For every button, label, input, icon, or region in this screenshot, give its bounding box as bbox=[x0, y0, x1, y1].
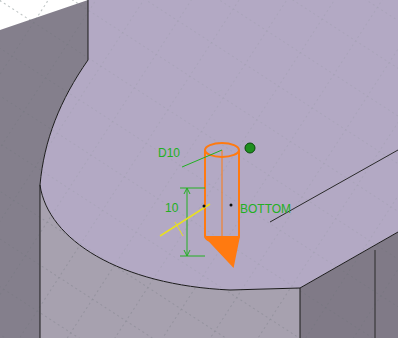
limit-label: BOTTOM bbox=[240, 203, 291, 216]
depth-label: 10 bbox=[165, 202, 178, 215]
diameter-label: D10 bbox=[158, 147, 180, 160]
